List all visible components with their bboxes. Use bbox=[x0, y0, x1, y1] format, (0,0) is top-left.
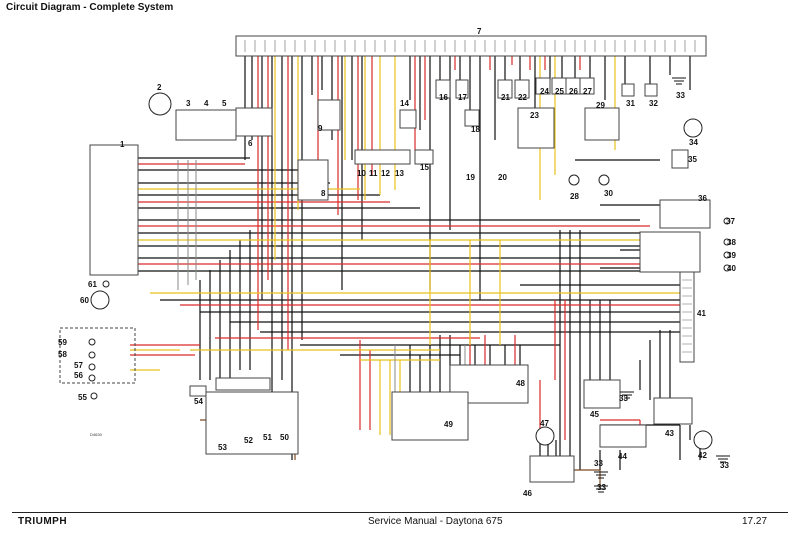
component-label-c61: 61 bbox=[88, 280, 97, 289]
component-label-c31: 31 bbox=[626, 99, 635, 108]
component-label-c29: 29 bbox=[596, 101, 605, 110]
page-title: Circuit Diagram - Complete System bbox=[6, 2, 174, 13]
component-label-c13: 13 bbox=[395, 169, 404, 178]
instrument-connector-frame bbox=[679, 271, 695, 363]
component-label-c56: 56 bbox=[74, 371, 83, 380]
component-label-c4: 4 bbox=[204, 99, 209, 108]
component-label-c46: 46 bbox=[523, 489, 532, 498]
main-connector-frame bbox=[235, 35, 707, 57]
component-label-c57: 57 bbox=[74, 361, 83, 370]
component-label-c39: 39 bbox=[727, 251, 736, 260]
component-label-c17: 17 bbox=[458, 93, 467, 102]
component-label-c33c: 33 bbox=[720, 461, 729, 470]
component-label-c8: 8 bbox=[321, 189, 326, 198]
component-label-c49: 49 bbox=[444, 420, 453, 429]
component-label-c53: 53 bbox=[218, 443, 227, 452]
component-label-c59: 59 bbox=[58, 338, 67, 347]
component-label-c3: 3 bbox=[186, 99, 191, 108]
component-label-c26: 26 bbox=[569, 87, 578, 96]
component-label-c34: 34 bbox=[689, 138, 698, 147]
component-label-c41: 41 bbox=[697, 309, 706, 318]
component-label-c20: 20 bbox=[498, 173, 507, 182]
component-label-c33a: 33 bbox=[676, 91, 685, 100]
component-label-c23: 23 bbox=[530, 111, 539, 120]
footer-rule bbox=[12, 512, 788, 513]
component-label-c40: 40 bbox=[727, 264, 736, 273]
component-label-c55: 55 bbox=[78, 393, 87, 402]
component-label-c47: 47 bbox=[540, 419, 549, 428]
component-label-c35: 35 bbox=[688, 155, 697, 164]
component-label-c27: 27 bbox=[583, 87, 592, 96]
component-label-c22: 22 bbox=[518, 93, 527, 102]
component-label-c18: 18 bbox=[471, 125, 480, 134]
component-label-c45: 45 bbox=[590, 410, 599, 419]
component-label-c54: 54 bbox=[194, 397, 203, 406]
component-label-c48: 48 bbox=[516, 379, 525, 388]
component-label-c14: 14 bbox=[400, 99, 409, 108]
horn-34-symbol bbox=[683, 118, 703, 138]
component-label-c6: 6 bbox=[248, 139, 253, 148]
component-label-c2: 2 bbox=[157, 83, 162, 92]
component-label-c19: 19 bbox=[466, 173, 475, 182]
component-label-c5: 5 bbox=[222, 99, 227, 108]
page-number: 17.27 bbox=[742, 516, 768, 527]
component-label-c52: 52 bbox=[244, 436, 253, 445]
component-label-c1: 1 bbox=[120, 140, 125, 149]
lamp-60-symbol bbox=[90, 290, 110, 310]
component-label-c11: 11 bbox=[369, 169, 378, 178]
sensor-47-symbol bbox=[535, 426, 555, 446]
motor-42-symbol bbox=[693, 430, 713, 450]
component-label-c51: 51 bbox=[263, 433, 272, 442]
component-label-c10: 10 bbox=[357, 169, 366, 178]
drawing-reference: D4630 bbox=[90, 432, 103, 437]
component-label-c25: 25 bbox=[555, 87, 564, 96]
ecm-frame bbox=[89, 144, 139, 276]
component-label-c42: 42 bbox=[698, 451, 707, 460]
component-label-c21: 21 bbox=[501, 93, 510, 102]
component-label-c9: 9 bbox=[318, 124, 323, 133]
component-label-c7: 7 bbox=[477, 27, 482, 36]
component-label-c15: 15 bbox=[420, 163, 429, 172]
component-label-c38: 38 bbox=[727, 238, 736, 247]
component-label-c60: 60 bbox=[80, 296, 89, 305]
component-label-c33d: 33 bbox=[597, 483, 606, 492]
relay-group-frame bbox=[175, 109, 237, 141]
component-label-c58: 58 bbox=[58, 350, 67, 359]
sensor-2-symbol bbox=[148, 92, 172, 116]
component-label-c36: 36 bbox=[698, 194, 707, 203]
component-label-c24: 24 bbox=[540, 87, 549, 96]
component-label-c16: 16 bbox=[439, 93, 448, 102]
component-label-c12: 12 bbox=[381, 169, 390, 178]
component-label-c37: 37 bbox=[726, 217, 735, 226]
component-label-c30: 30 bbox=[604, 189, 613, 198]
component-label-c43: 43 bbox=[665, 429, 674, 438]
component-label-c33e: 33 bbox=[594, 459, 603, 468]
component-label-c32: 32 bbox=[649, 99, 658, 108]
component-label-c50: 50 bbox=[280, 433, 289, 442]
manual-title: Service Manual - Daytona 675 bbox=[368, 516, 503, 527]
component-label-c28: 28 bbox=[570, 192, 579, 201]
component-label-c44: 44 bbox=[618, 452, 627, 461]
brand-logo-text: TRIUMPH bbox=[18, 516, 68, 527]
component-label-c33b: 33 bbox=[619, 394, 628, 403]
